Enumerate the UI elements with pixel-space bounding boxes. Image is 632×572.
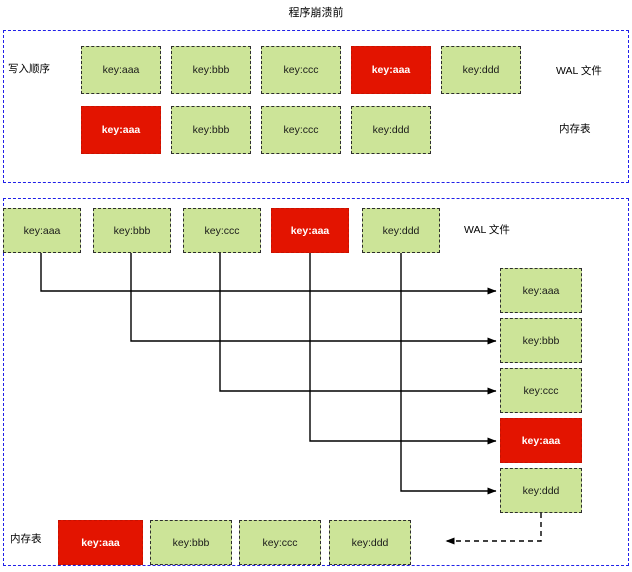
replay-memtable-entry-1[interactable]: key:bbb bbox=[150, 520, 232, 565]
replay-result-entry-1[interactable]: key:bbb bbox=[500, 318, 582, 363]
replay-wal-entry-4[interactable]: key:ddd bbox=[362, 208, 440, 253]
top-memtable-entry-0[interactable]: key:aaa bbox=[81, 106, 161, 154]
top-memtable-entry-2[interactable]: key:ccc bbox=[261, 106, 341, 154]
replay-wal-file-label: WAL 文件 bbox=[464, 224, 510, 236]
replay-result-entry-0[interactable]: key:aaa bbox=[500, 268, 582, 313]
top-wal-file-label: WAL 文件 bbox=[556, 65, 602, 77]
top-wal-entry-4[interactable]: key:ddd bbox=[441, 46, 521, 94]
replay-wal-entry-2[interactable]: key:ccc bbox=[183, 208, 261, 253]
replay-memtable-entry-3[interactable]: key:ddd bbox=[329, 520, 411, 565]
top-memtable-entry-1[interactable]: key:bbb bbox=[171, 106, 251, 154]
write-order-label: 写入顺序 bbox=[8, 63, 50, 75]
page-title: 程序崩溃前 bbox=[288, 7, 344, 19]
top-wal-entry-0[interactable]: key:aaa bbox=[81, 46, 161, 94]
top-memtable-entry-3[interactable]: key:ddd bbox=[351, 106, 431, 154]
top-memtable-label: 内存表 bbox=[559, 123, 591, 135]
top-wal-entry-3[interactable]: key:aaa bbox=[351, 46, 431, 94]
replay-memtable-entry-0[interactable]: key:aaa bbox=[58, 520, 143, 565]
replay-wal-entry-1[interactable]: key:bbb bbox=[93, 208, 171, 253]
replay-memtable-entry-2[interactable]: key:ccc bbox=[239, 520, 321, 565]
top-wal-entry-1[interactable]: key:bbb bbox=[171, 46, 251, 94]
replay-wal-entry-3[interactable]: key:aaa bbox=[271, 208, 349, 253]
before-crash-panel bbox=[3, 30, 629, 183]
replay-result-entry-2[interactable]: key:ccc bbox=[500, 368, 582, 413]
replay-result-entry-3[interactable]: key:aaa bbox=[500, 418, 582, 463]
replay-wal-entry-0[interactable]: key:aaa bbox=[3, 208, 81, 253]
replay-panel bbox=[3, 198, 629, 566]
replay-result-entry-4[interactable]: key:ddd bbox=[500, 468, 582, 513]
replay-memtable-label: 内存表 bbox=[10, 533, 42, 545]
top-wal-entry-2[interactable]: key:ccc bbox=[261, 46, 341, 94]
